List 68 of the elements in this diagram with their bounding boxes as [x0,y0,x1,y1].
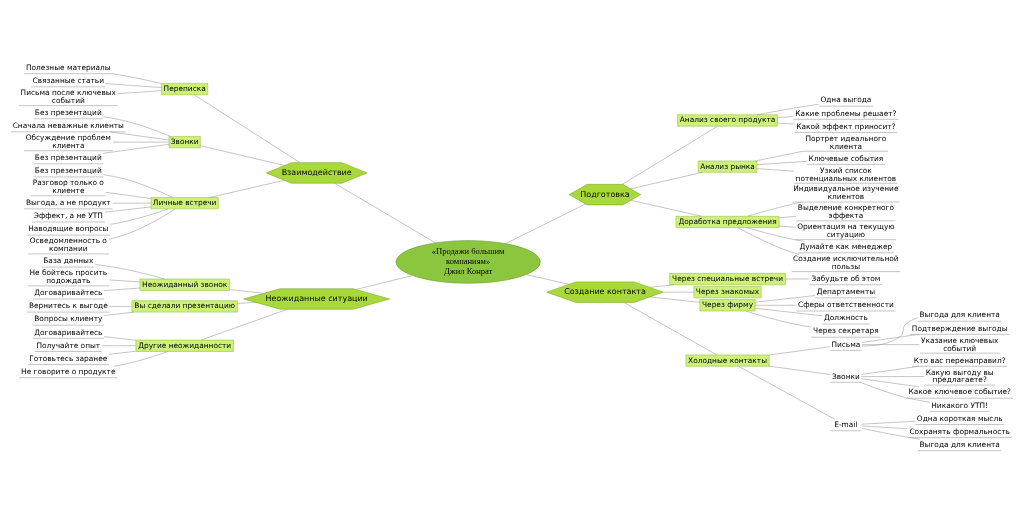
connector [747,201,802,216]
connector [112,141,170,142]
node-ellipse: «Продажи большим компаниям» Джил Конрат [395,239,541,284]
connector [200,144,285,166]
connector [756,167,795,171]
connector [112,202,152,203]
connector [756,160,807,165]
connector [105,191,152,199]
connector [201,308,288,340]
connector [111,72,162,84]
connector [237,301,256,304]
connector [630,171,703,189]
connector [861,425,908,429]
connector [745,310,812,327]
connector [861,333,919,343]
connector [334,182,436,243]
connector [861,420,916,424]
connector [622,125,718,185]
connector [355,274,413,290]
connector [109,131,170,140]
connector [861,365,920,375]
connector [113,350,169,367]
connector [755,307,823,316]
connector [778,215,797,218]
connector [649,283,675,288]
connector [103,287,141,291]
connector [860,381,930,402]
connector [769,345,831,355]
connector [737,226,800,255]
connector [104,206,152,212]
connector [777,122,795,124]
connector [505,203,586,244]
connector [108,279,140,282]
connector [778,225,796,228]
connector [746,226,804,242]
connector [101,345,136,346]
connector [109,305,132,307]
connector [103,311,135,316]
connector [861,343,920,345]
connector [777,115,794,118]
connector [769,365,831,375]
connector [738,365,836,420]
connector [209,179,285,198]
connector [649,296,701,303]
connector [109,208,169,225]
connector [861,377,920,387]
connector [630,199,702,217]
connector [108,208,176,240]
connector [102,115,171,137]
connector [623,301,718,355]
connector [525,273,570,285]
connector [103,335,137,341]
connector [755,150,804,161]
connector [94,263,166,279]
connector [193,94,301,163]
connector [108,350,136,355]
connector [105,82,162,88]
connector [756,103,819,115]
connector [229,288,264,294]
connector [117,89,162,94]
connector [663,291,695,292]
connector [861,316,919,346]
connector [861,375,925,377]
connector [102,173,173,198]
connector [102,143,170,154]
connector [755,294,816,302]
connector [861,427,921,440]
connector [755,304,797,306]
